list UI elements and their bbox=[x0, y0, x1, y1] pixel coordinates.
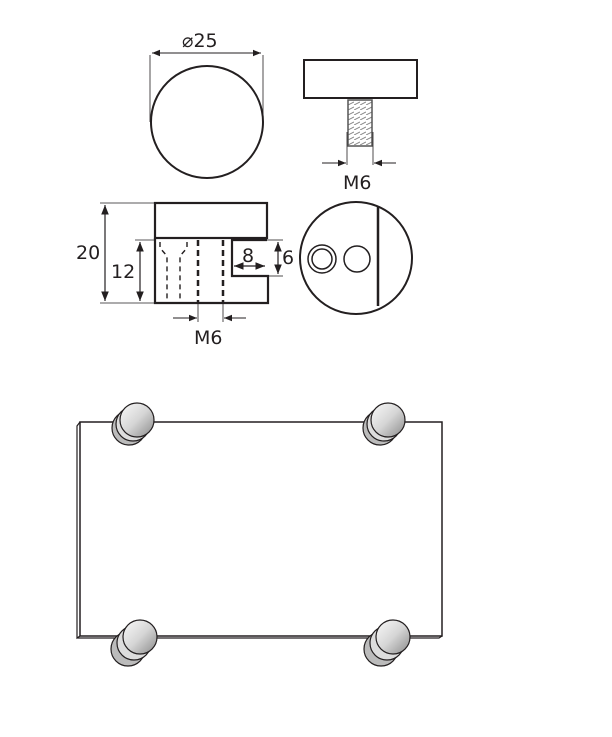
standoff bbox=[111, 402, 155, 446]
slot-width-label: 6 bbox=[282, 247, 294, 269]
glass-panel bbox=[79, 421, 443, 637]
body-end-view bbox=[299, 201, 413, 315]
screw-thread-label: M6 bbox=[343, 172, 371, 194]
standoff bbox=[362, 402, 406, 446]
height-body-label: 12 bbox=[111, 261, 135, 283]
cap-side-view bbox=[303, 59, 418, 167]
cap-top-view bbox=[149, 49, 264, 179]
slot-depth-label: 8 bbox=[242, 245, 254, 267]
standoff bbox=[110, 619, 158, 667]
diameter-label: ⌀25 bbox=[182, 30, 218, 52]
height-total-label: 20 bbox=[76, 242, 100, 264]
body-section-view bbox=[100, 201, 283, 322]
panel-assembly bbox=[76, 402, 443, 667]
bore-thread-label: M6 bbox=[194, 327, 222, 349]
standoff bbox=[363, 619, 411, 667]
